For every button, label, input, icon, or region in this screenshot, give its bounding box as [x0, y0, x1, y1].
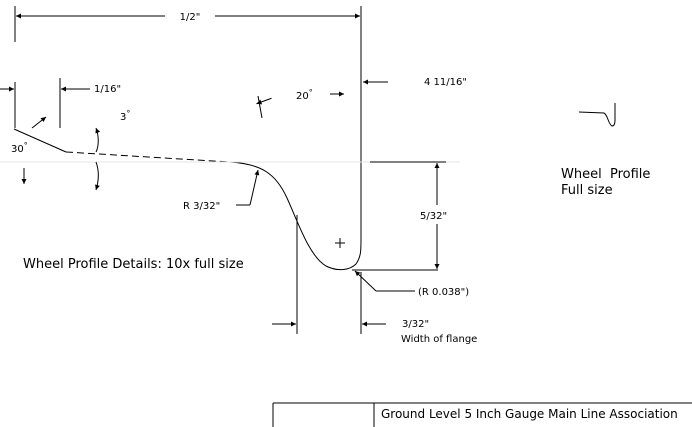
dim-angle-3-label: 3°	[120, 109, 130, 123]
wheel-profile-outline	[13, 20, 438, 271]
dim-tread-step	[0, 78, 90, 128]
dim-angle-3	[95, 127, 101, 191]
fullsize-caption-line2: Full size	[561, 183, 613, 198]
dim-flange-offset-label: 4 11/16"	[424, 77, 467, 88]
chamfer-line	[13, 128, 67, 153]
fullsize-profile-outline	[578, 103, 616, 127]
dim-flange-width-label: 3/32"	[402, 319, 429, 330]
dim-flange-depth-label: 5/32"	[420, 211, 447, 222]
dim-root-radius-label: R 3/32"	[183, 201, 220, 212]
dim-tip-radius-label: (R 0.038")	[418, 287, 469, 298]
dim-flange-width	[272, 215, 386, 334]
dim-flange-depth	[370, 161, 446, 269]
title-block	[272, 402, 692, 427]
flange-root-curve	[229, 20, 362, 271]
dim-angle-30	[21, 116, 47, 184]
dim-angle-20-label: 20°	[296, 88, 313, 102]
dim-angle-30-label: 30°	[11, 141, 28, 155]
dim-flange-width-caption: Width of flange	[401, 334, 477, 345]
dim-width-total-label: 1/2"	[180, 12, 201, 23]
dim-angle-20	[256, 91, 344, 119]
details-caption: Wheel Profile Details: 10x full size	[23, 257, 244, 272]
fullsize-caption-line1: Wheel Profile	[561, 167, 650, 182]
dim-tip-radius	[354, 270, 415, 292]
tread-line	[65, 151, 231, 163]
dim-width-total	[14, 6, 362, 42]
dim-tread-step-label: 1/16"	[94, 84, 121, 95]
title-block-organisation: Ground Level 5 Inch Gauge Main Line Asso…	[381, 407, 678, 421]
dim-root-radius	[236, 169, 260, 206]
radius-center-mark	[335, 238, 345, 248]
